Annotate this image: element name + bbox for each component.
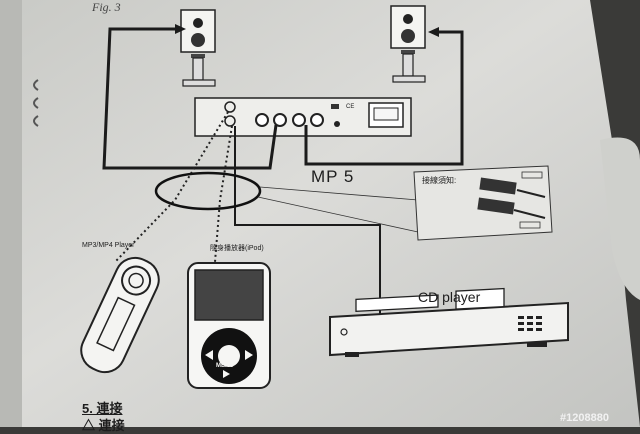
callout-line-bottom	[257, 196, 419, 233]
ipod-menu-label: MENU	[216, 363, 234, 369]
ipod-drawing	[187, 262, 271, 389]
cd-player-drawing	[329, 287, 569, 357]
svg-text:CE: CE	[346, 104, 354, 110]
amplifier-rear-panel: CE	[194, 97, 412, 137]
amplifier-label: MP 5	[311, 167, 355, 186]
arrow-right-speaker	[428, 27, 439, 37]
connection-note-title: 接線須知:	[422, 176, 457, 185]
callout-line-top	[259, 186, 419, 201]
connection-note-box	[413, 165, 553, 241]
connection-highlight-ellipse	[154, 171, 262, 211]
section-subheading: △ 連接	[82, 418, 125, 433]
figure-label: Fig. 3	[92, 0, 121, 14]
cable-background	[600, 137, 640, 300]
binder-rings	[33, 79, 39, 127]
mp3-player-drawing	[80, 256, 160, 374]
cable-mp3-dotted	[114, 111, 229, 263]
page-binding	[0, 0, 22, 427]
watermark-id: #1208880	[560, 412, 609, 424]
cable-ipod-dotted	[214, 125, 233, 263]
ipod-label: 隨身播放器(iPod)	[210, 245, 264, 252]
cd-player-label: CD player	[418, 289, 481, 305]
speaker-left	[180, 9, 216, 87]
cable-right-speaker	[304, 30, 464, 166]
cable-left-speaker	[102, 27, 278, 170]
arrow-left-speaker	[175, 24, 186, 34]
speaker-right	[390, 5, 426, 83]
section-heading: 5. 連接	[82, 401, 123, 416]
mp3-player-label: MP3/MP4 Player	[82, 242, 135, 249]
